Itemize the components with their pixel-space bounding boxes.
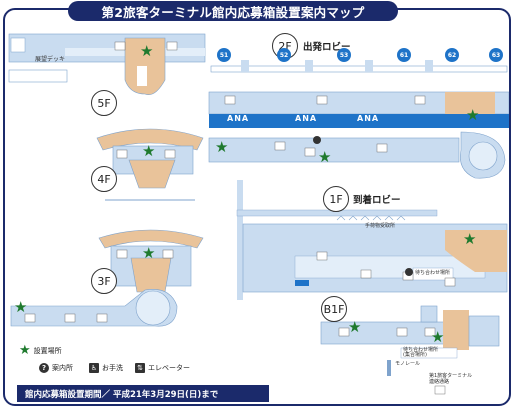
gate-62: 62	[445, 48, 459, 62]
floor-5f-badge: 5F	[91, 90, 117, 116]
terminal-floor-plans	[8, 33, 509, 395]
ana-counter-3: ANA	[357, 114, 380, 123]
gate-53: 53	[337, 48, 351, 62]
legend-information-text: 案内所	[52, 364, 73, 372]
meeting-point-1f-label: 待ち合わせ場所	[415, 270, 451, 276]
ana-counter-2: ANA	[295, 114, 318, 123]
legend-elevator: ⇅ エレベーター	[135, 363, 190, 373]
box-location-2f-center-star: ★	[318, 148, 332, 166]
map-legend: ★ 設置場所 ? 案内所 ♿ お手洗 ⇅ エレベーター	[17, 343, 227, 383]
arrival-lobby-label: 到着ロビー	[353, 195, 401, 206]
legend-restroom: ♿ お手洗	[89, 363, 123, 373]
legend-elevator-text: エレベーター	[148, 364, 190, 372]
meeting-point-b1f-label: 待ち合わせ場所 (集合場所)	[403, 347, 439, 358]
elevator-icon: ⇅	[135, 363, 145, 373]
legend-star-icon: ★	[19, 343, 31, 358]
monorail-label: モノレール	[395, 361, 421, 367]
box-location-1f-star: ★	[463, 230, 477, 248]
floor-1f-badge: 1F	[323, 186, 349, 212]
gate-52: 52	[277, 48, 291, 62]
legend-information: ? 案内所	[39, 363, 73, 373]
box-location-b1f-right-star: ★	[431, 328, 445, 346]
gate-63: 63	[489, 48, 503, 62]
box-location-2f-right-star: ★	[466, 106, 480, 124]
box-location-3f-left-star: ★	[14, 298, 28, 316]
box-location-3f-star: ★	[142, 244, 156, 262]
map-frame: 5F 4F 3F 2F 1F B1F 出発ロビー 到着ロビー 展望デッキ 手荷物…	[3, 8, 511, 406]
box-location-4f-star: ★	[142, 142, 156, 160]
legend-box-location: ★ 設置場所	[19, 343, 62, 358]
floor-b1f-plan	[320, 305, 500, 395]
box-location-b1f-left-star: ★	[348, 318, 362, 336]
ana-counter-1: ANA	[227, 114, 250, 123]
map-title: 第2旅客ターミナル館内応募箱設置案内マップ	[68, 1, 398, 21]
floor-3f-badge: 3F	[91, 268, 117, 294]
legend-restroom-text: お手洗	[102, 364, 123, 372]
box-location-2f-left-star: ★	[215, 138, 229, 156]
terminal-link-label: 第1旅客ターミナル 連絡通路	[429, 373, 473, 385]
floor-1f-plan	[236, 180, 508, 300]
floor-4f-badge: 4F	[91, 166, 117, 192]
installation-period-banner: 館内応募箱設置期間／ 平成21年3月29日(日)まで	[17, 385, 269, 402]
departure-lobby-label: 出発ロビー	[303, 42, 351, 53]
box-location-5f-star: ★	[140, 42, 154, 60]
gate-51: 51	[217, 48, 231, 62]
floor-b1f-badge: B1F	[321, 296, 347, 322]
observation-deck-label: 展望デッキ	[35, 56, 66, 63]
legend-box-location-text: 設置場所	[33, 346, 62, 355]
floor-5f-plan	[8, 33, 206, 95]
floor-4f-plan	[96, 128, 204, 201]
baggage-claim-label: 手荷物受取所	[365, 223, 396, 229]
information-icon: ?	[39, 363, 49, 373]
floor-3f-plan	[10, 229, 204, 327]
floor-2f-plan	[208, 60, 509, 179]
gate-61: 61	[397, 48, 411, 62]
restroom-icon: ♿	[89, 363, 99, 373]
